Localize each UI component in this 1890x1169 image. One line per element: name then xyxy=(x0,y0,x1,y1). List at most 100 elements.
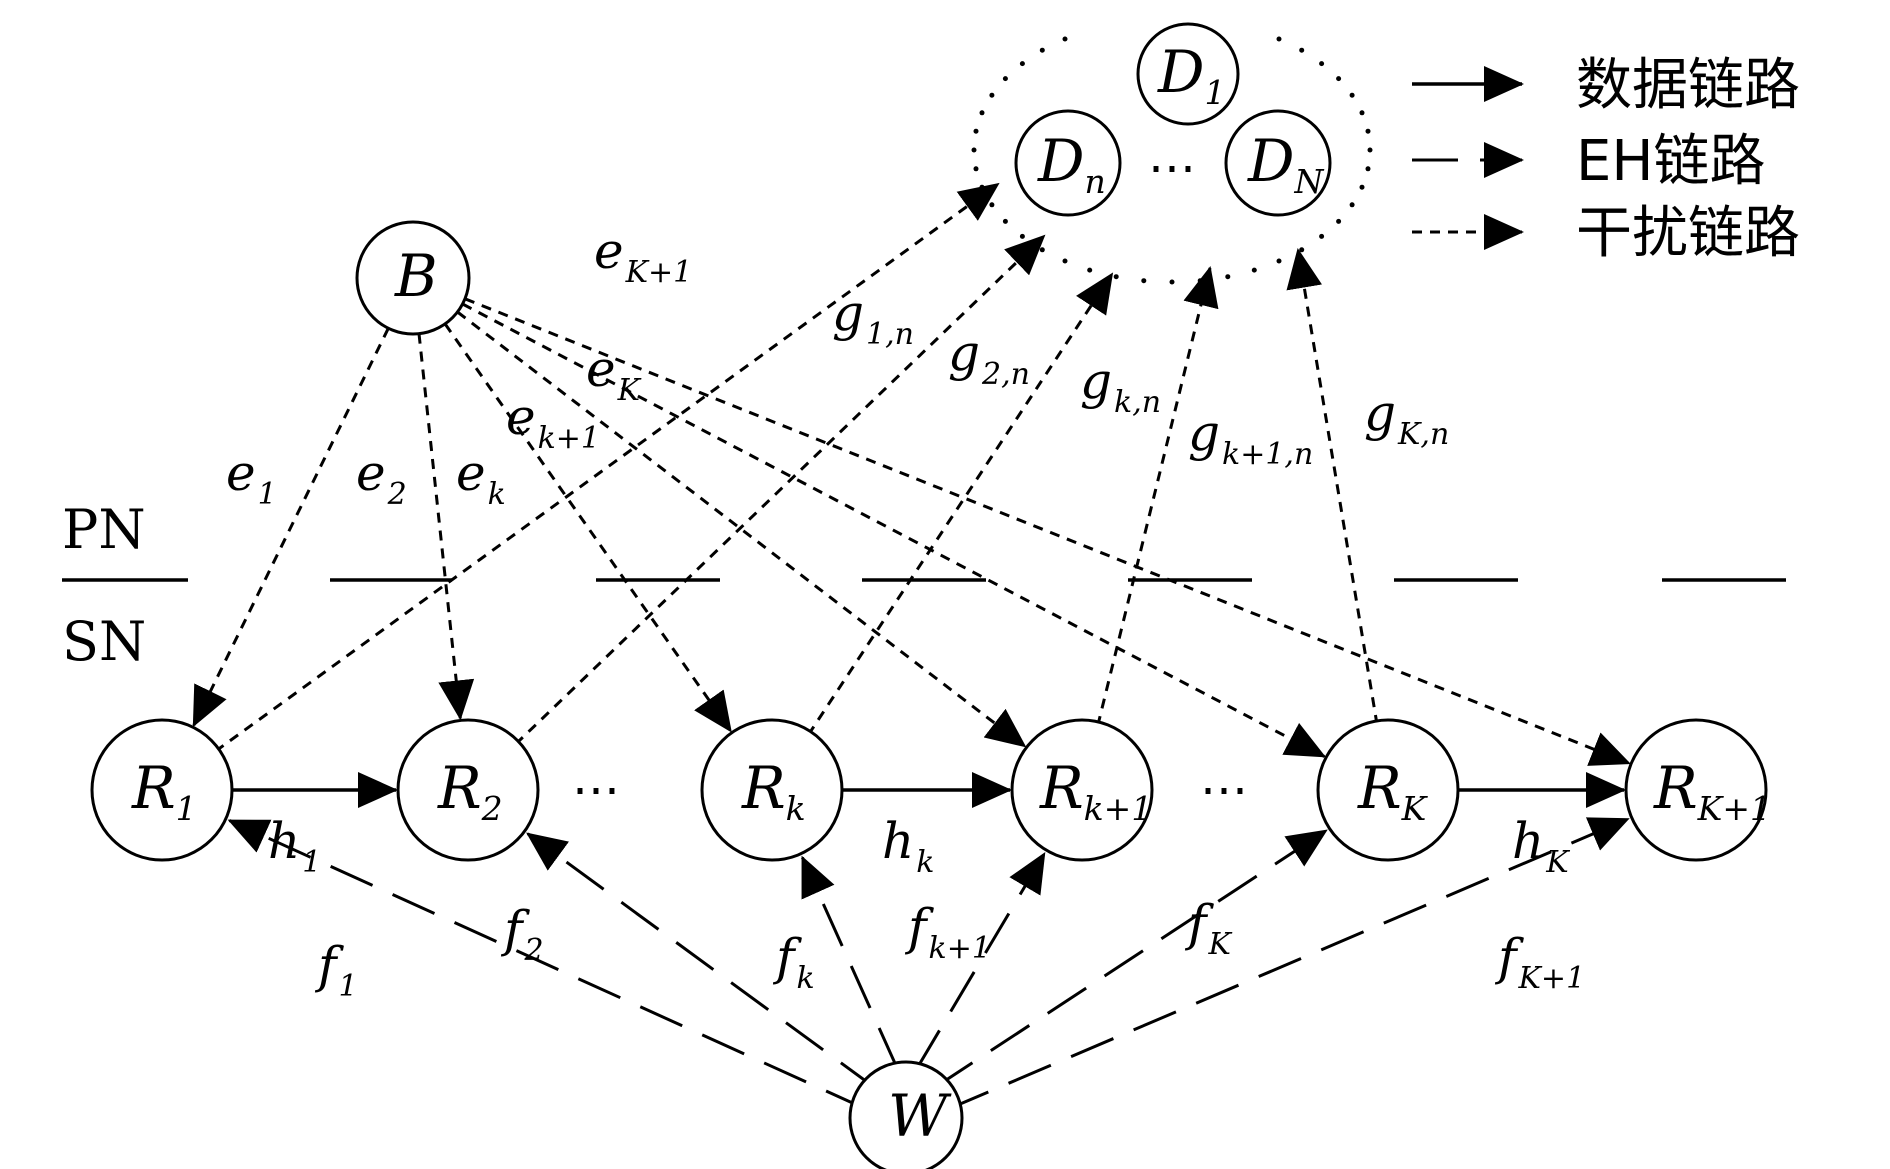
edge-label-b-rk: ek xyxy=(456,444,506,512)
cluster-dot xyxy=(1225,274,1231,280)
cluster-dot xyxy=(1299,247,1305,253)
node-dn: Dn xyxy=(1014,109,1122,217)
node-circle xyxy=(1224,109,1332,217)
cluster-dot xyxy=(1365,128,1371,134)
edge-label-w-r2: f2 xyxy=(500,900,544,968)
node-label: R1 xyxy=(131,754,197,828)
cluster-dot xyxy=(1141,278,1147,284)
edge-label-w-rk1: fK+1 xyxy=(1494,928,1585,996)
edge-label-rk-dn: gK,n xyxy=(1364,384,1449,452)
node-w: W xyxy=(848,1060,964,1169)
cluster-dot xyxy=(973,166,979,172)
cluster-dot xyxy=(1276,258,1282,264)
node-circle xyxy=(1624,718,1768,862)
cluster-dot xyxy=(1299,47,1305,53)
cluster-dot xyxy=(1359,184,1365,190)
edge-w-r2 xyxy=(526,832,879,1092)
edge-w-rk xyxy=(801,855,900,1071)
legend: 数据链路 EH链路 干扰链路 xyxy=(1412,53,1800,266)
ellipsis-rk1-rK: ⋯ xyxy=(1200,762,1248,818)
legend-data-label: 数据链路 xyxy=(1576,53,1800,118)
edge-label-w-rk: fk xyxy=(772,928,815,996)
node-label: Rk xyxy=(741,754,806,828)
edge-b-rk xyxy=(461,302,1327,758)
node-b: B xyxy=(355,220,471,336)
cluster-dot xyxy=(1251,267,1257,273)
cluster-dot xyxy=(1019,233,1025,239)
edge-rk-dn xyxy=(1286,248,1379,726)
node-r2: R2 xyxy=(396,718,540,862)
cluster-dot xyxy=(1002,218,1008,224)
cluster-dot xyxy=(1113,274,1119,280)
node-circle xyxy=(700,718,844,862)
node-label: DN xyxy=(1247,127,1325,201)
cluster-dot xyxy=(1062,258,1068,264)
sn-label: SN xyxy=(62,610,146,673)
node-rk: Rk xyxy=(700,718,844,862)
cluster-dot xyxy=(1365,166,1371,172)
edge-w-r1 xyxy=(227,819,869,1112)
cluster-dot xyxy=(1349,92,1355,98)
cluster-dot xyxy=(979,110,985,116)
node-circle xyxy=(396,718,540,862)
edge-label-rk-rk1: hk xyxy=(882,812,934,880)
edge-label-w-rk1: fk+1 xyxy=(904,898,991,966)
node-d1: D1 xyxy=(1136,22,1240,126)
edge-w-rk1 xyxy=(914,851,1046,1071)
legend-interference-label: 干扰链路 xyxy=(1576,201,1800,266)
node-circle xyxy=(1316,718,1460,862)
edge-rk-dn xyxy=(807,272,1114,736)
edge-b-r1 xyxy=(192,327,390,728)
cluster-dot xyxy=(1336,76,1342,82)
legend-eh-label: EH链路 xyxy=(1576,129,1766,194)
cluster-dot xyxy=(1169,279,1175,285)
ellipsis-r2-rk: ⋯ xyxy=(572,762,620,818)
edge-label-b-r2: e2 xyxy=(356,444,407,512)
edge-b-rk xyxy=(443,323,732,733)
edge-b-r2 xyxy=(417,333,475,721)
node-label: Dn xyxy=(1037,127,1106,201)
edge-label-r2-dn: g2,n xyxy=(948,324,1030,392)
node-rk1: Rk+1 xyxy=(1010,718,1154,862)
cluster-dot xyxy=(1367,147,1373,153)
node-label: R2 xyxy=(437,754,503,828)
cluster-dot xyxy=(1359,110,1365,116)
node-label: D1 xyxy=(1157,38,1226,112)
pn-label: PN xyxy=(62,498,146,561)
node-rk: RK xyxy=(1316,718,1460,862)
edge-label-b-rk: eK xyxy=(586,340,642,408)
edge-b-rk1 xyxy=(464,297,1631,766)
edge-label-b-r1: e1 xyxy=(226,444,277,512)
edge-label-rk-dn: gk,n xyxy=(1080,352,1161,420)
edge-label-r1-dn: g1,n xyxy=(832,284,914,352)
node-circle xyxy=(355,220,471,336)
node-label: Rk+1 xyxy=(1039,754,1152,828)
node-dn: DN xyxy=(1224,109,1332,217)
edges-layer xyxy=(192,182,1631,1112)
node-circle xyxy=(848,1060,964,1169)
edge-label-b-rk1: ek+1 xyxy=(506,388,600,456)
edge-label-w-r1: f1 xyxy=(314,936,358,1004)
edge-label-rk1-dn: gk+1,n xyxy=(1188,404,1313,472)
cluster-dot xyxy=(979,184,985,190)
cluster-dot xyxy=(1039,47,1045,53)
cluster-dot xyxy=(1319,61,1325,67)
edge-rk1-dn xyxy=(1096,266,1219,727)
edge-label-w-rk: fK xyxy=(1184,894,1233,962)
edge-b-rk1 xyxy=(456,310,1027,748)
cluster-dot xyxy=(989,202,995,208)
cluster-dot xyxy=(971,147,977,153)
edge-w-rk xyxy=(933,829,1328,1090)
node-label: B xyxy=(394,242,438,310)
edge-r2-dn xyxy=(514,234,1046,746)
edge-label-rk-rk1: hK xyxy=(1512,812,1570,880)
edge-label-r1-r2: h1 xyxy=(268,812,321,880)
cluster-dot xyxy=(989,92,995,98)
cluster-dot xyxy=(1062,36,1068,42)
node-circle xyxy=(90,718,234,862)
node-circle xyxy=(1136,22,1240,126)
cluster-dot xyxy=(1319,233,1325,239)
